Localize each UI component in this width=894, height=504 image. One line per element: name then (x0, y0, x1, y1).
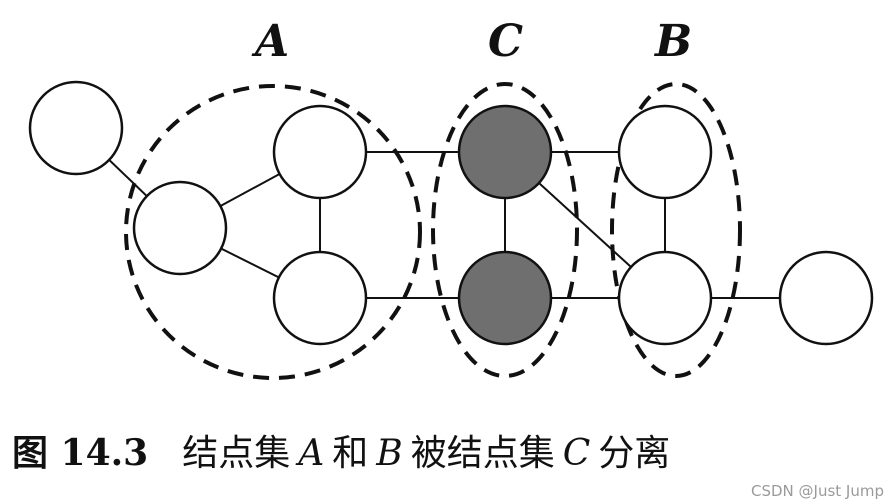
graph-node (272, 104, 368, 200)
caption-var-c: C (562, 433, 591, 474)
set-a-boundary (124, 84, 422, 380)
set-a-label: A (255, 16, 290, 67)
caption-var-a: A (298, 433, 325, 474)
caption-text: 结点集 (182, 433, 291, 474)
graph-node (28, 80, 124, 176)
set-boundaries (124, 82, 742, 380)
graph-node (272, 250, 368, 346)
graph-svg (28, 80, 874, 380)
graph-node (132, 180, 228, 276)
set-c-label: C (488, 16, 524, 67)
graph-node (617, 250, 713, 346)
separator-node (457, 250, 553, 346)
caption-text: 被结点集 (410, 433, 555, 474)
graph-figure: A C B (28, 16, 874, 380)
figure-number: 图 14.3 (12, 432, 149, 474)
watermark: CSDN @Just Jump (751, 482, 884, 500)
separator-node (457, 104, 553, 200)
graph-node (778, 250, 874, 346)
set-b-boundary (610, 82, 742, 378)
nodes (28, 80, 874, 346)
set-c-boundary (431, 82, 579, 378)
caption-var-b: B (376, 433, 403, 474)
caption-text: 分离 (598, 433, 671, 474)
graph-node (617, 104, 713, 200)
caption-text: 和 (332, 433, 369, 474)
set-b-label: B (655, 16, 693, 67)
